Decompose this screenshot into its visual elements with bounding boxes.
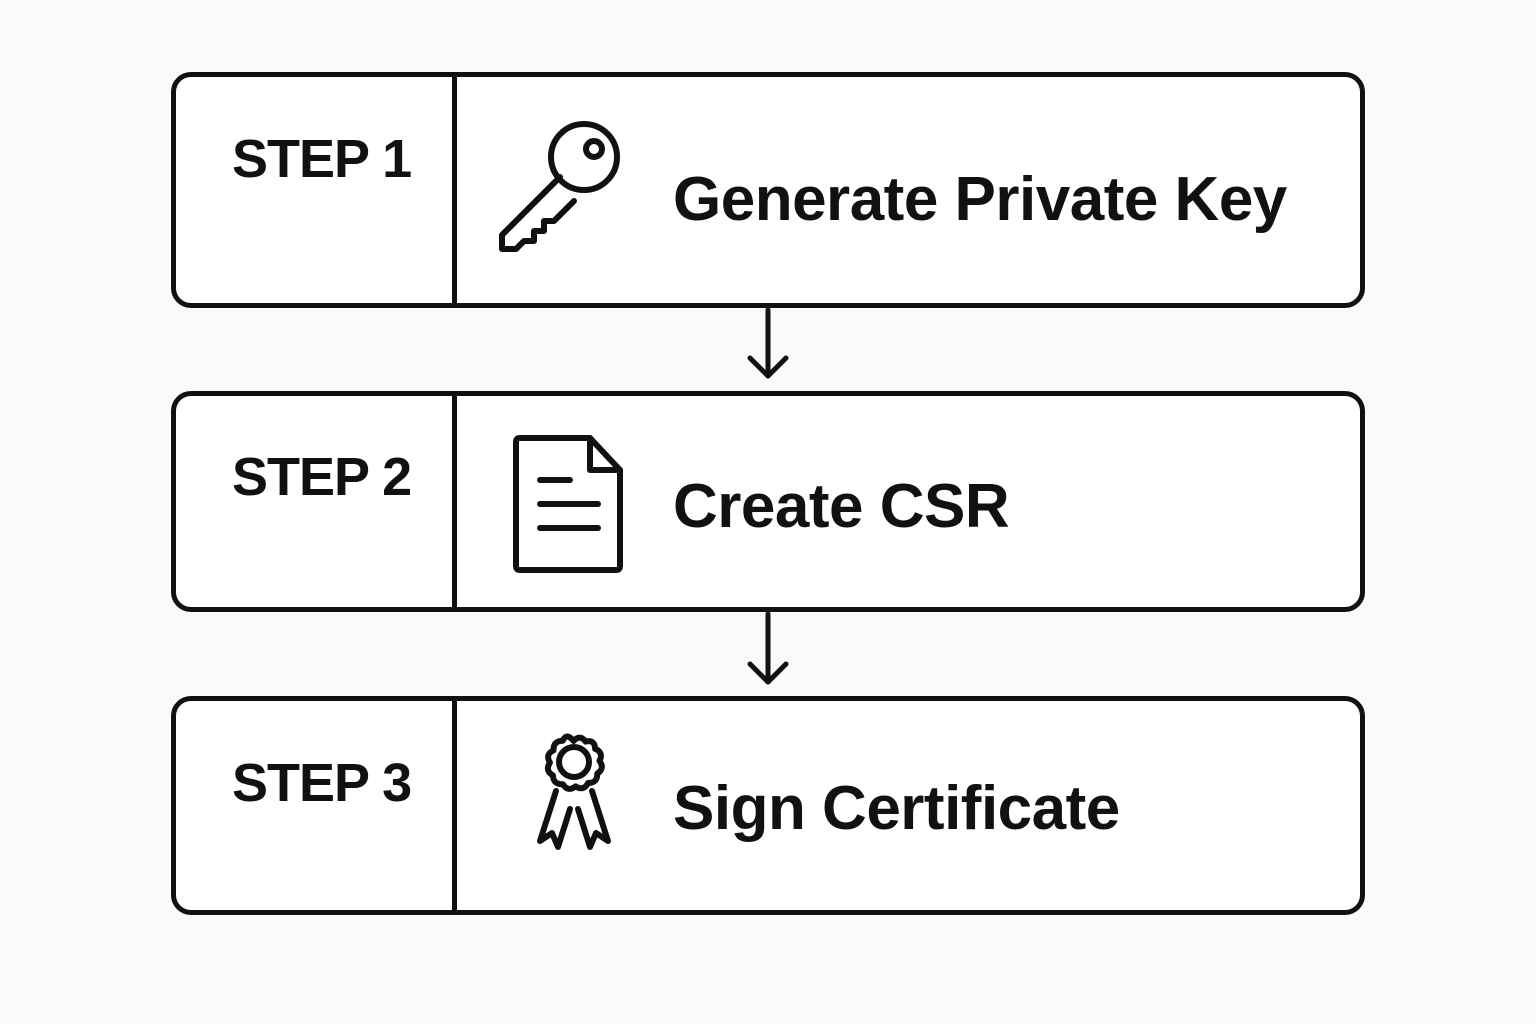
key-icon [499, 121, 620, 252]
document-icon [513, 435, 623, 573]
step-label: STEP 1 [232, 129, 412, 189]
step-title: Generate Private Key [673, 165, 1287, 234]
step-label: STEP 2 [232, 447, 412, 507]
step-box-2: STEP 2 Create CSR [171, 391, 1365, 612]
step-divider [452, 396, 457, 607]
step-title: Sign Certificate [673, 774, 1120, 843]
arrow-down-connector [747, 612, 789, 685]
step-box-3: STEP 3 Sign Certificate [171, 696, 1365, 915]
step-title: Create CSR [673, 472, 1010, 541]
step-divider [452, 77, 457, 303]
arrow-down-connector [747, 308, 789, 379]
step-box-1: STEP 1 Generate Private Key [171, 72, 1365, 308]
step-label: STEP 3 [232, 753, 412, 813]
step-divider [452, 701, 457, 910]
certificate-badge-icon [537, 733, 611, 850]
